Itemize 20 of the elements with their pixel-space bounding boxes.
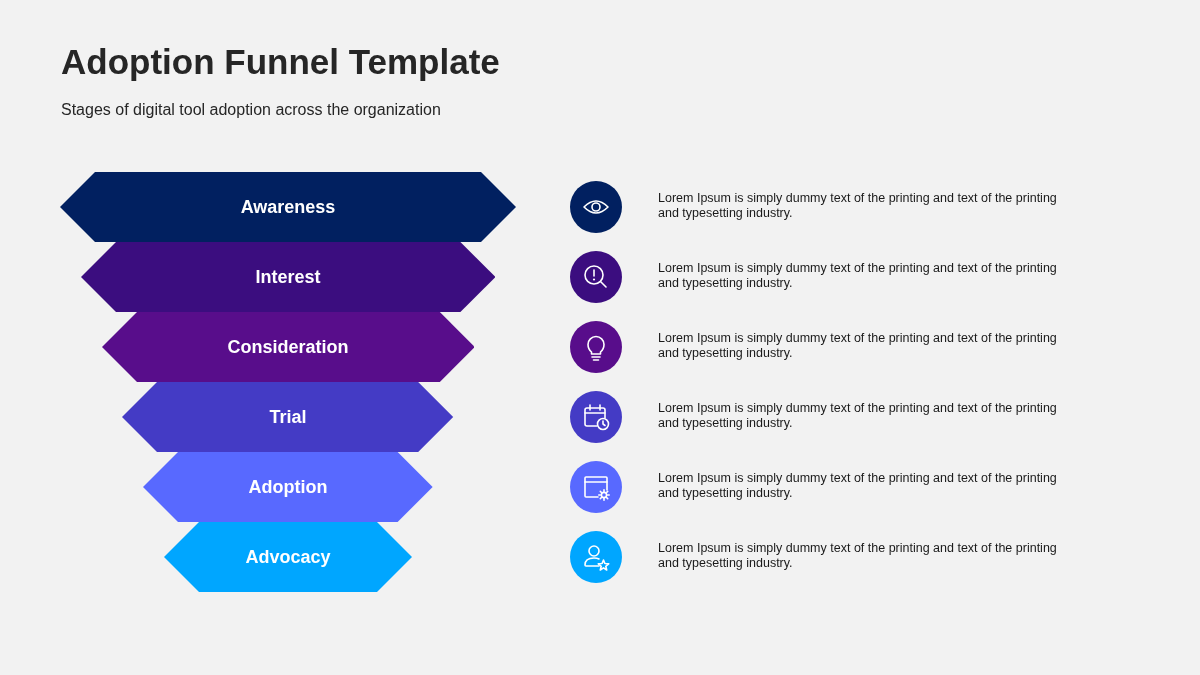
description-text: Lorem Ipsum is simply dummy text of the printing and text of the printing and typesetting industry. [658, 541, 1058, 571]
subtitle: Stages of digital tool adoption across the organization [61, 101, 441, 119]
stage-label: Interest [255, 266, 321, 288]
description-text: Lorem Ipsum is simply dummy text of the printing and text of the printing and typesetting industry. [658, 471, 1058, 501]
stage-label: Trial [269, 406, 307, 428]
stage-label: Adoption [248, 476, 328, 498]
description-text: Lorem Ipsum is simply dummy text of the printing and text of the printing and typesetting industry. [658, 261, 1058, 291]
description-text: Lorem Ipsum is simply dummy text of the printing and text of the printing and typesetting industry. [658, 401, 1058, 431]
stage-label: Consideration [227, 336, 349, 358]
funnel-stage [122, 382, 454, 452]
funnel-stage [60, 172, 516, 242]
funnel-stage [143, 452, 433, 522]
funnel-stage [80, 242, 496, 312]
funnel-stage [101, 312, 475, 382]
description-text: Lorem Ipsum is simply dummy text of the printing and text of the printing and typesetting industry. [658, 331, 1058, 361]
stage-label: Advocacy [245, 546, 331, 568]
funnel-stage [164, 522, 412, 592]
title: Adoption Funnel Template [61, 42, 500, 82]
description-text: Lorem Ipsum is simply dummy text of the printing and text of the printing and typesetting industry. [658, 191, 1058, 221]
stage-label: Awareness [240, 196, 336, 218]
